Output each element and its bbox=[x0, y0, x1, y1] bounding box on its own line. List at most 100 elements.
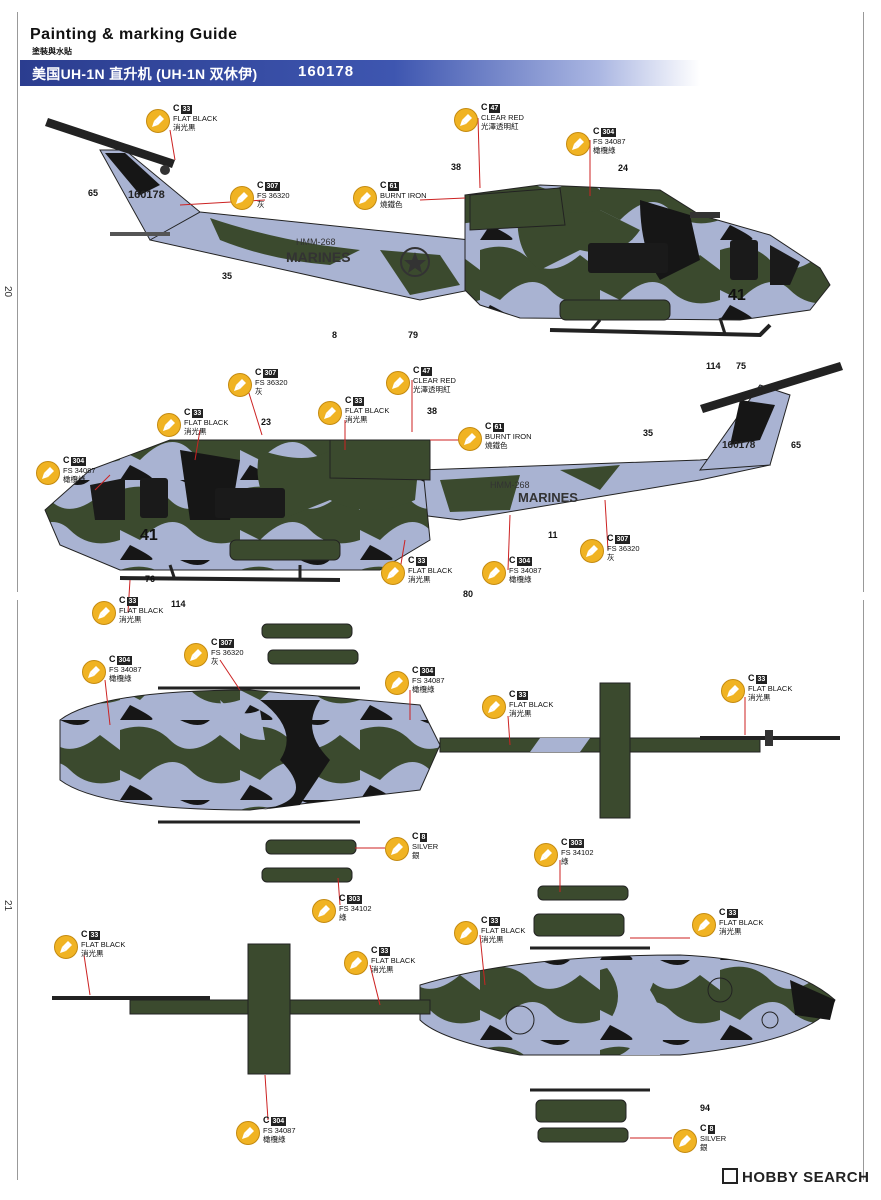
paint-brush-icon bbox=[721, 679, 745, 703]
paint-number: 304 bbox=[600, 128, 617, 137]
paint-brush-icon bbox=[230, 186, 254, 210]
paint-brush-icon bbox=[458, 427, 482, 451]
paint-brush-icon bbox=[184, 643, 208, 667]
paint-brush-icon bbox=[318, 401, 342, 425]
paint-name-jp: 灰 bbox=[255, 387, 263, 396]
title-banner bbox=[20, 60, 700, 86]
paint-number: 33 bbox=[126, 597, 139, 606]
paint-code: C bbox=[119, 595, 126, 605]
paint-name: FS 36320 bbox=[607, 544, 640, 553]
paint-code: C bbox=[184, 407, 191, 417]
decal-number: 114 bbox=[706, 361, 721, 371]
paint-code: C bbox=[81, 929, 88, 939]
paint-name: FS 36320 bbox=[257, 191, 290, 200]
paint-number: 307 bbox=[264, 182, 281, 191]
paint-brush-icon bbox=[36, 461, 60, 485]
paint-brush-icon bbox=[92, 601, 116, 625]
paint-name: BURNT IRON bbox=[380, 191, 427, 200]
paint-number: 61 bbox=[492, 423, 505, 432]
side-number-right: 41 bbox=[728, 287, 746, 304]
decal-number: 79 bbox=[408, 330, 419, 340]
tail-serial-right: 160178 bbox=[128, 189, 165, 201]
paint-brush-icon bbox=[454, 108, 478, 132]
paint-brush-icon bbox=[381, 561, 405, 585]
paint-name-jp: 燒鐵色 bbox=[485, 441, 508, 450]
paint-brush-icon bbox=[385, 837, 409, 861]
paint-code: C bbox=[345, 395, 352, 405]
paint-brush-icon bbox=[385, 671, 409, 695]
paint-number: 303 bbox=[568, 839, 585, 848]
paint-code: C bbox=[748, 673, 755, 683]
paint-number: 33 bbox=[726, 909, 739, 918]
paint-brush-icon bbox=[580, 539, 604, 563]
paint-brush-icon bbox=[353, 186, 377, 210]
decal-number: 38 bbox=[427, 406, 438, 416]
paint-brush-icon bbox=[673, 1129, 697, 1153]
paint-number: 33 bbox=[488, 917, 501, 926]
squadron-text-right: HMM-268 bbox=[296, 237, 336, 247]
paint-name-jp: 消光黒 bbox=[173, 123, 196, 132]
paint-name-jp: 消光黒 bbox=[81, 949, 104, 958]
paint-code: C bbox=[109, 654, 116, 664]
paint-code: C bbox=[412, 665, 419, 675]
paint-name: FS 36320 bbox=[211, 648, 244, 657]
decal-number: 94 bbox=[700, 1103, 711, 1113]
paint-name: FLAT BLACK bbox=[719, 918, 764, 927]
top-view bbox=[59, 623, 840, 883]
paint-name: BURNT IRON bbox=[485, 432, 532, 441]
paint-code: C bbox=[263, 1115, 270, 1125]
paint-name-jp: 消光黒 bbox=[408, 575, 431, 584]
paint-number: 307 bbox=[614, 535, 631, 544]
paint-number: 303 bbox=[346, 895, 363, 904]
decal-number: 38 bbox=[451, 162, 462, 172]
paint-name-jp: 消光黒 bbox=[371, 965, 394, 974]
paint-number: 33 bbox=[755, 675, 768, 684]
page-border-right-bottom bbox=[863, 600, 864, 1180]
banner-serial: 160178 bbox=[298, 63, 355, 80]
watermark-text: HOBBY SEARCH bbox=[742, 1169, 870, 1186]
paint-code: C bbox=[211, 637, 218, 647]
paint-name-jp: 橄欖綠 bbox=[63, 475, 86, 484]
decal-number: 23 bbox=[261, 417, 272, 427]
decal-number: 80 bbox=[463, 589, 474, 599]
paint-name: CLEAR RED bbox=[413, 376, 456, 385]
paint-brush-icon bbox=[482, 561, 506, 585]
paint-name-jp: 消光黒 bbox=[119, 615, 142, 624]
paint-code: C bbox=[509, 555, 516, 565]
paint-number: 8 bbox=[707, 1125, 716, 1134]
paint-number: 304 bbox=[419, 667, 436, 676]
paint-name-jp: 消光黒 bbox=[481, 935, 504, 944]
squadron-text-left: HMM-268 bbox=[490, 480, 530, 490]
paint-name-jp: 橄欖綠 bbox=[509, 575, 532, 584]
paint-code: C bbox=[481, 915, 488, 925]
hobby-search-logo-icon bbox=[722, 1168, 738, 1184]
paint-brush-icon bbox=[386, 371, 410, 395]
paint-number: 33 bbox=[88, 931, 101, 940]
decal-number: 75 bbox=[736, 361, 747, 371]
paint-number: 47 bbox=[488, 104, 501, 113]
star-insignia-right bbox=[400, 247, 430, 277]
paint-name: FLAT BLACK bbox=[748, 684, 793, 693]
paint-name-jp: 消光黒 bbox=[509, 709, 532, 718]
paint-brush-icon bbox=[692, 913, 716, 937]
paint-name: CLEAR RED bbox=[481, 113, 524, 122]
paint-name-jp: 銀 bbox=[412, 851, 420, 860]
marines-text-left: MARINES bbox=[518, 490, 578, 505]
paint-brush-icon bbox=[146, 109, 170, 133]
paint-name-jp: 橄欖綠 bbox=[109, 674, 132, 683]
paint-brush-icon bbox=[312, 899, 336, 923]
paint-number: 33 bbox=[516, 691, 529, 700]
